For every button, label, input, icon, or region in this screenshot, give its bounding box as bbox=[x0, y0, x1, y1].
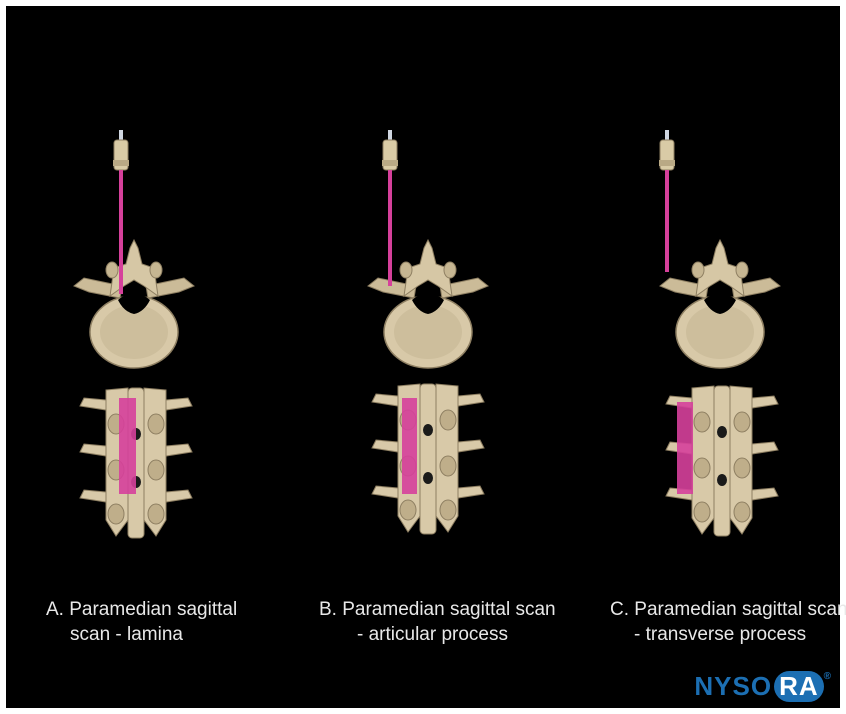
vertebra-axial-a bbox=[74, 240, 194, 368]
caption-b-line2: - articular process bbox=[319, 622, 556, 647]
logo-circle: RA bbox=[774, 671, 824, 702]
scan-highlight-articular-process bbox=[402, 398, 417, 494]
caption-c-line1: C. Paramedian sagittal scan bbox=[610, 597, 846, 622]
panel-a-diagram bbox=[74, 130, 194, 538]
caption-c: C. Paramedian sagittal scan - transverse… bbox=[610, 597, 846, 647]
panel-b-diagram bbox=[368, 130, 488, 534]
ultrasound-probe-b bbox=[382, 130, 398, 170]
ultrasound-probe-c bbox=[659, 130, 675, 170]
registered-mark: ® bbox=[824, 671, 832, 682]
caption-a-line1: A. Paramedian sagittal bbox=[46, 597, 237, 622]
panel-c-diagram bbox=[659, 130, 780, 536]
ultrasound-probe-a bbox=[113, 130, 129, 170]
scan-highlight-lamina bbox=[119, 398, 136, 494]
caption-a-line2: scan - lamina bbox=[46, 622, 237, 647]
caption-a: A. Paramedian sagittal scan - lamina bbox=[46, 597, 237, 647]
logo-prefix: NYSO bbox=[694, 671, 772, 701]
caption-b-line1: B. Paramedian sagittal scan bbox=[319, 597, 556, 622]
scan-highlight-transverse-process bbox=[677, 402, 693, 494]
vertebra-axial-c bbox=[660, 240, 780, 368]
spine-posterior-b bbox=[372, 384, 484, 534]
caption-b: B. Paramedian sagittal scan - articular … bbox=[319, 597, 556, 647]
caption-c-line2: - transverse process bbox=[610, 622, 846, 647]
vertebra-axial-b bbox=[368, 240, 488, 368]
